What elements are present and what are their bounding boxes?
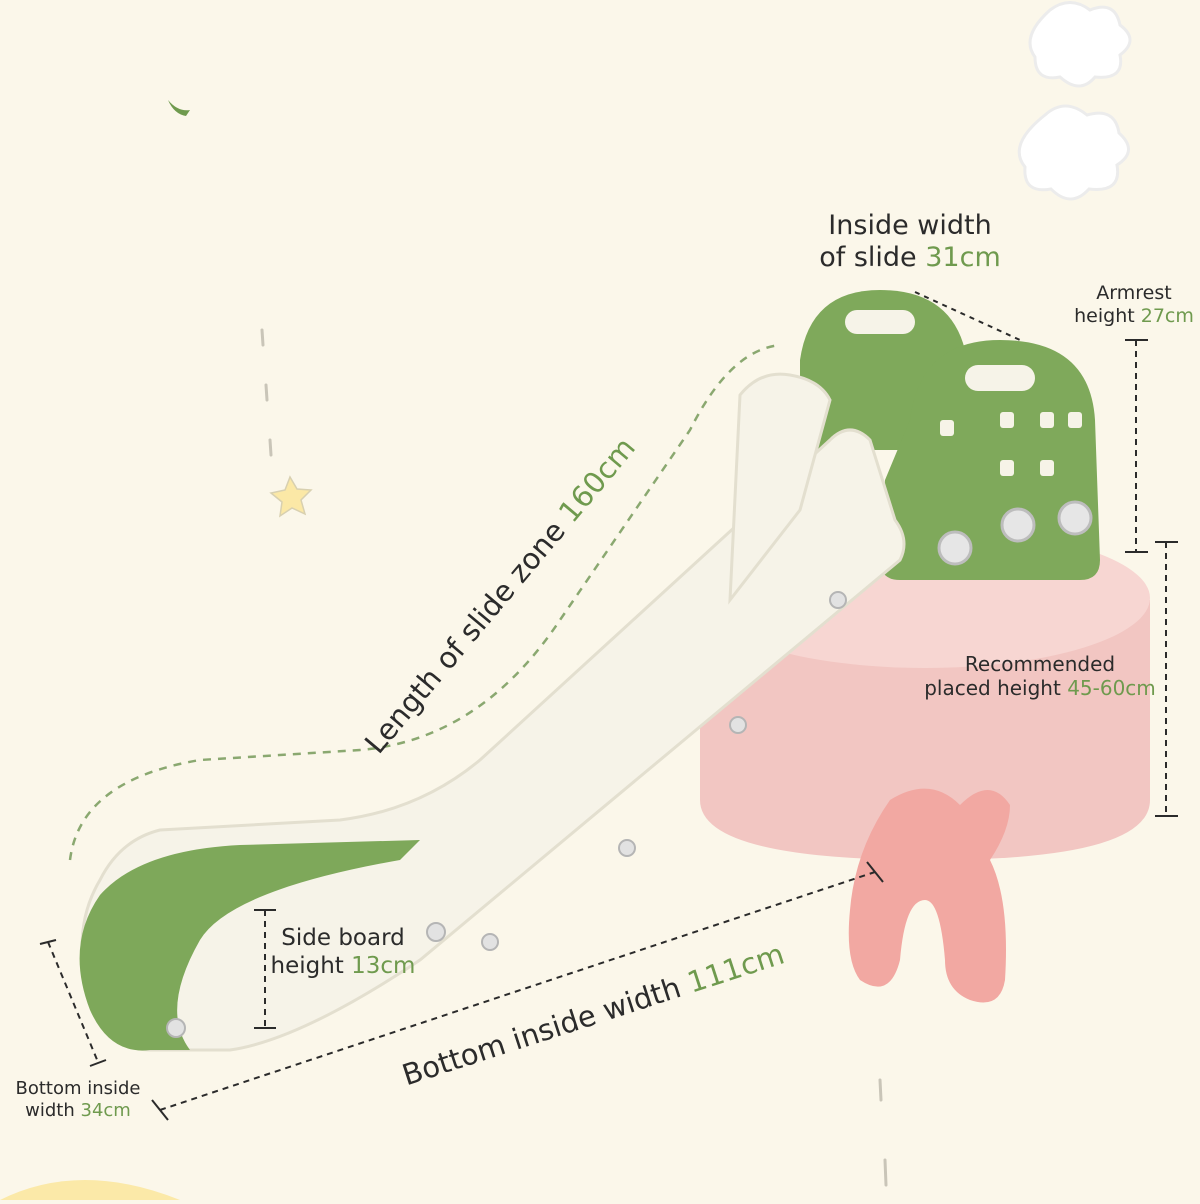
leaf-icon: [168, 100, 190, 116]
recommended-value: 45-60cm: [1067, 676, 1156, 700]
star-icon: [269, 475, 313, 518]
inside-width-line2: of slide: [819, 242, 917, 274]
side-board-height-marker: [254, 909, 276, 1029]
recommended-line2: placed height: [924, 676, 1061, 700]
inside-width-label: Inside width of slide 31cm: [800, 210, 1020, 275]
inside-width-value: 31cm: [925, 242, 1001, 274]
armrest-value: 27cm: [1140, 304, 1194, 327]
bottom-width-value: 34cm: [80, 1099, 131, 1121]
platform-height-marker: [1155, 541, 1178, 817]
background-dash-marks: [260, 328, 888, 1187]
side-board-label: Side board height 13cm: [268, 925, 418, 980]
yellow-circle-decoration: [0, 1180, 180, 1200]
side-board-value: 13cm: [351, 952, 416, 979]
recommended-height-label: Recommended placed height 45-60cm: [920, 652, 1160, 700]
side-board-line2: height: [270, 952, 344, 979]
slide-screws: [166, 591, 847, 1038]
slide-rail: [728, 372, 832, 605]
bottom-width-line1: Bottom inside: [15, 1078, 141, 1099]
armrest-height-marker: [1125, 339, 1148, 553]
slide-body: [79, 372, 906, 1052]
slide-green-end: [79, 840, 420, 1051]
back-panel-right: [880, 340, 1100, 580]
bottom-width-label: Bottom inside width 34cm: [8, 1078, 148, 1121]
armrest-line2: height: [1074, 304, 1135, 327]
armrest-label: Armrest height 27cm: [1068, 282, 1200, 328]
pink-rocker: [848, 788, 1010, 1003]
bottom-width-line2: width: [25, 1099, 75, 1121]
side-board-line1: Side board: [281, 925, 405, 951]
recommended-line1: Recommended: [964, 652, 1116, 676]
inside-width-line1: Inside width: [828, 210, 992, 241]
panel-knobs: [937, 500, 1093, 566]
armrest-line1: Armrest: [1096, 282, 1172, 304]
bottom-width-marker: [39, 939, 107, 1067]
bottom-length-marker: [151, 861, 884, 1121]
slide-length-dashed-line: [68, 343, 781, 861]
cloud-icon: [1017, 1, 1132, 201]
